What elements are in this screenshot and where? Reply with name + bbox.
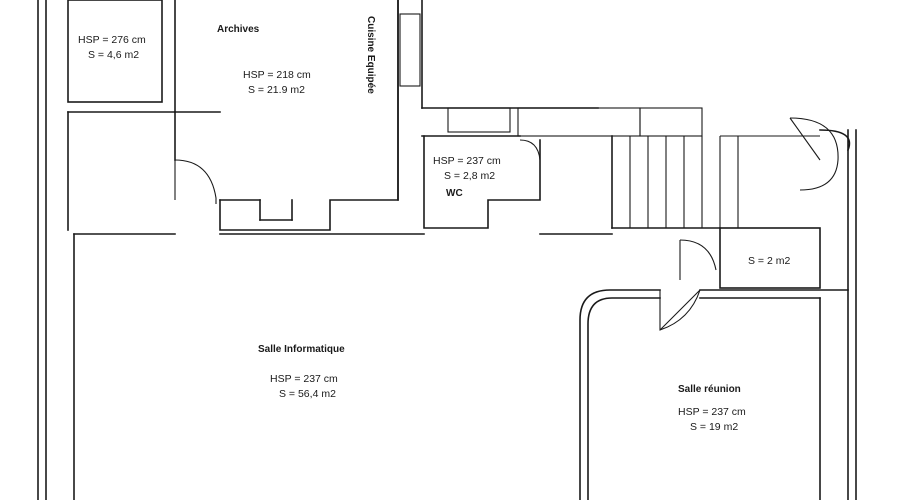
archives-hsp: HSP = 218 cm: [243, 69, 311, 81]
archives-area: S = 21.9 m2: [248, 84, 305, 96]
salle-informatique-walls: [73, 233, 613, 500]
kitchen-name: Cuisine Equipée: [365, 16, 376, 94]
salle-reunion-walls: [579, 289, 849, 500]
small-room-area: S = 4,6 m2: [88, 49, 139, 61]
wc-name: WC: [446, 188, 463, 199]
small-room-walls: [67, 0, 176, 231]
kitchen-walls: [397, 0, 599, 201]
stairs: [517, 107, 839, 229]
salle-reunion-name: Salle réunion: [678, 384, 741, 395]
storage-walls: [719, 227, 821, 289]
salle-informatique-name: Salle Informatique: [258, 344, 345, 355]
salle-reunion-hsp: HSP = 237 cm: [678, 406, 746, 418]
small-room-hsp: HSP = 276 cm: [78, 34, 146, 46]
outer-walls: [37, 0, 857, 500]
salle-reunion-area: S = 19 m2: [690, 421, 738, 433]
wc-walls: [421, 107, 541, 229]
archives-walls: [174, 0, 399, 231]
archives-name: Archives: [217, 24, 260, 35]
wc-hsp: HSP = 237 cm: [433, 155, 501, 167]
salle-informatique-hsp: HSP = 237 cm: [270, 373, 338, 385]
salle-informatique-area: S = 56,4 m2: [279, 388, 336, 400]
wc-area: S = 2,8 m2: [444, 170, 495, 182]
storage-area: S = 2 m2: [748, 255, 790, 267]
door-swings: [174, 139, 717, 331]
